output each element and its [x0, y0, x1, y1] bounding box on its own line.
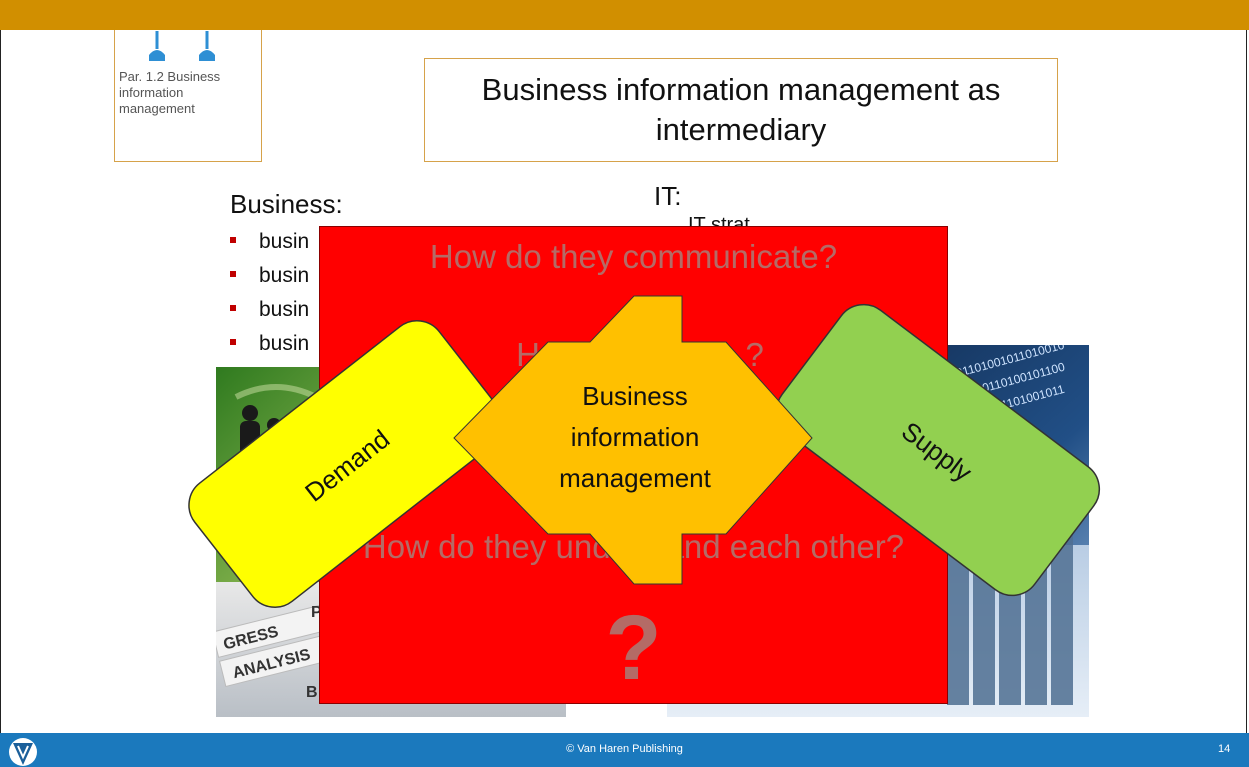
bullet-icon	[230, 271, 236, 278]
pin-icon	[199, 31, 215, 61]
svg-text:B: B	[306, 684, 318, 701]
supply-shape: Supply	[775, 303, 1101, 597]
question-mark: ?	[605, 597, 662, 699]
business-bullet: busin	[230, 332, 309, 356]
center-label-line-1: Business	[582, 381, 688, 411]
bidirectional-arrow-shape	[453, 295, 813, 585]
footer-bar	[0, 733, 1249, 767]
it-heading: IT:	[654, 181, 682, 211]
center-label-line-2: information	[571, 422, 700, 452]
business-bullet: busin	[230, 230, 309, 254]
pin-icon	[149, 31, 165, 61]
business-bullet: busin	[230, 298, 309, 322]
van-haren-logo-icon	[9, 738, 37, 766]
center-label-line-3: management	[559, 463, 712, 493]
copyright-text: © Van Haren Publishing	[566, 743, 683, 755]
demand-shape: Demand	[188, 320, 504, 608]
bullet-icon	[230, 305, 236, 312]
business-bullet: busin	[230, 264, 309, 288]
paragraph-tag-card	[114, 30, 262, 162]
business-heading: Business:	[230, 189, 343, 219]
paragraph-tag: Par. 1.2 Business information management	[119, 69, 221, 116]
bullet-icon	[230, 339, 236, 346]
question-communicate: How do they communicate?	[429, 238, 838, 275]
page-number: 14	[1218, 743, 1231, 755]
svg-text:P: P	[311, 604, 322, 621]
slide-frame	[0, 30, 1247, 733]
title-box	[424, 58, 1058, 162]
slide-title: Business information management as inter…	[481, 72, 1001, 147]
top-accent-bar	[0, 0, 1249, 30]
bullet-icon	[230, 237, 236, 244]
